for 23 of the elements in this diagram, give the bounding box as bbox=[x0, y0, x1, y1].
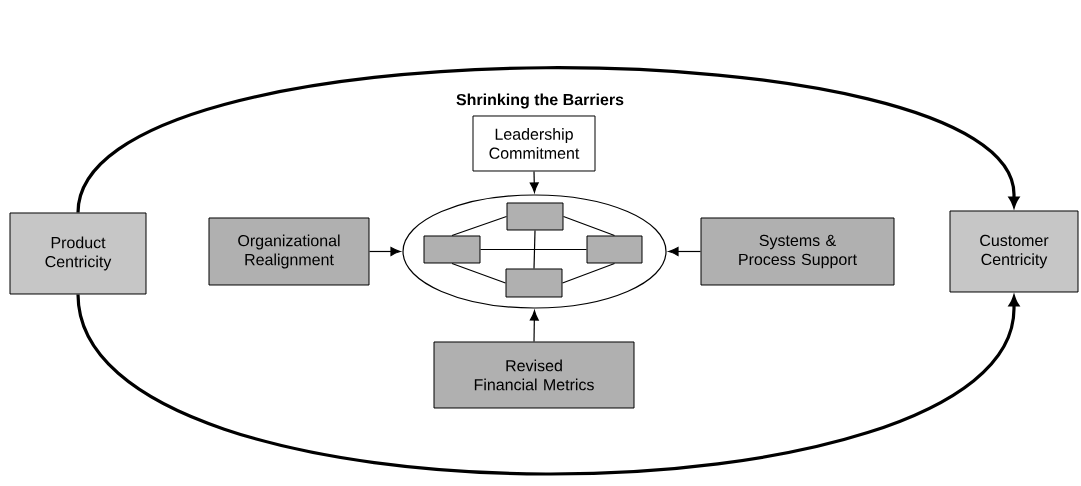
curved-arrow bbox=[76, 66, 1020, 214]
connector-line bbox=[561, 262, 616, 284]
process-box: Customer Centricity bbox=[949, 210, 1079, 293]
small-box bbox=[586, 235, 643, 264]
small-box bbox=[505, 268, 563, 298]
connector-line bbox=[451, 262, 507, 284]
curved-arrow bbox=[76, 294, 1020, 476]
arrow bbox=[368, 247, 401, 256]
connector-line bbox=[451, 215, 508, 237]
small-box bbox=[423, 235, 481, 264]
arrow bbox=[529, 310, 539, 343]
process-box: Systems & Process Support bbox=[700, 217, 895, 286]
process-box: Revised Financial Metrics bbox=[433, 341, 635, 409]
process-box: Organizational Realignment bbox=[208, 217, 370, 286]
connector-line bbox=[562, 215, 616, 237]
title: Shrinking the Barriers bbox=[456, 93, 624, 109]
process-box: Product Centricity bbox=[9, 212, 147, 295]
arrow bbox=[529, 170, 539, 193]
process-box: Leadership Commitment bbox=[472, 115, 596, 172]
small-box bbox=[506, 202, 564, 231]
arrow bbox=[668, 247, 702, 256]
connector-line bbox=[533, 229, 536, 270]
connector-line bbox=[479, 248, 588, 251]
